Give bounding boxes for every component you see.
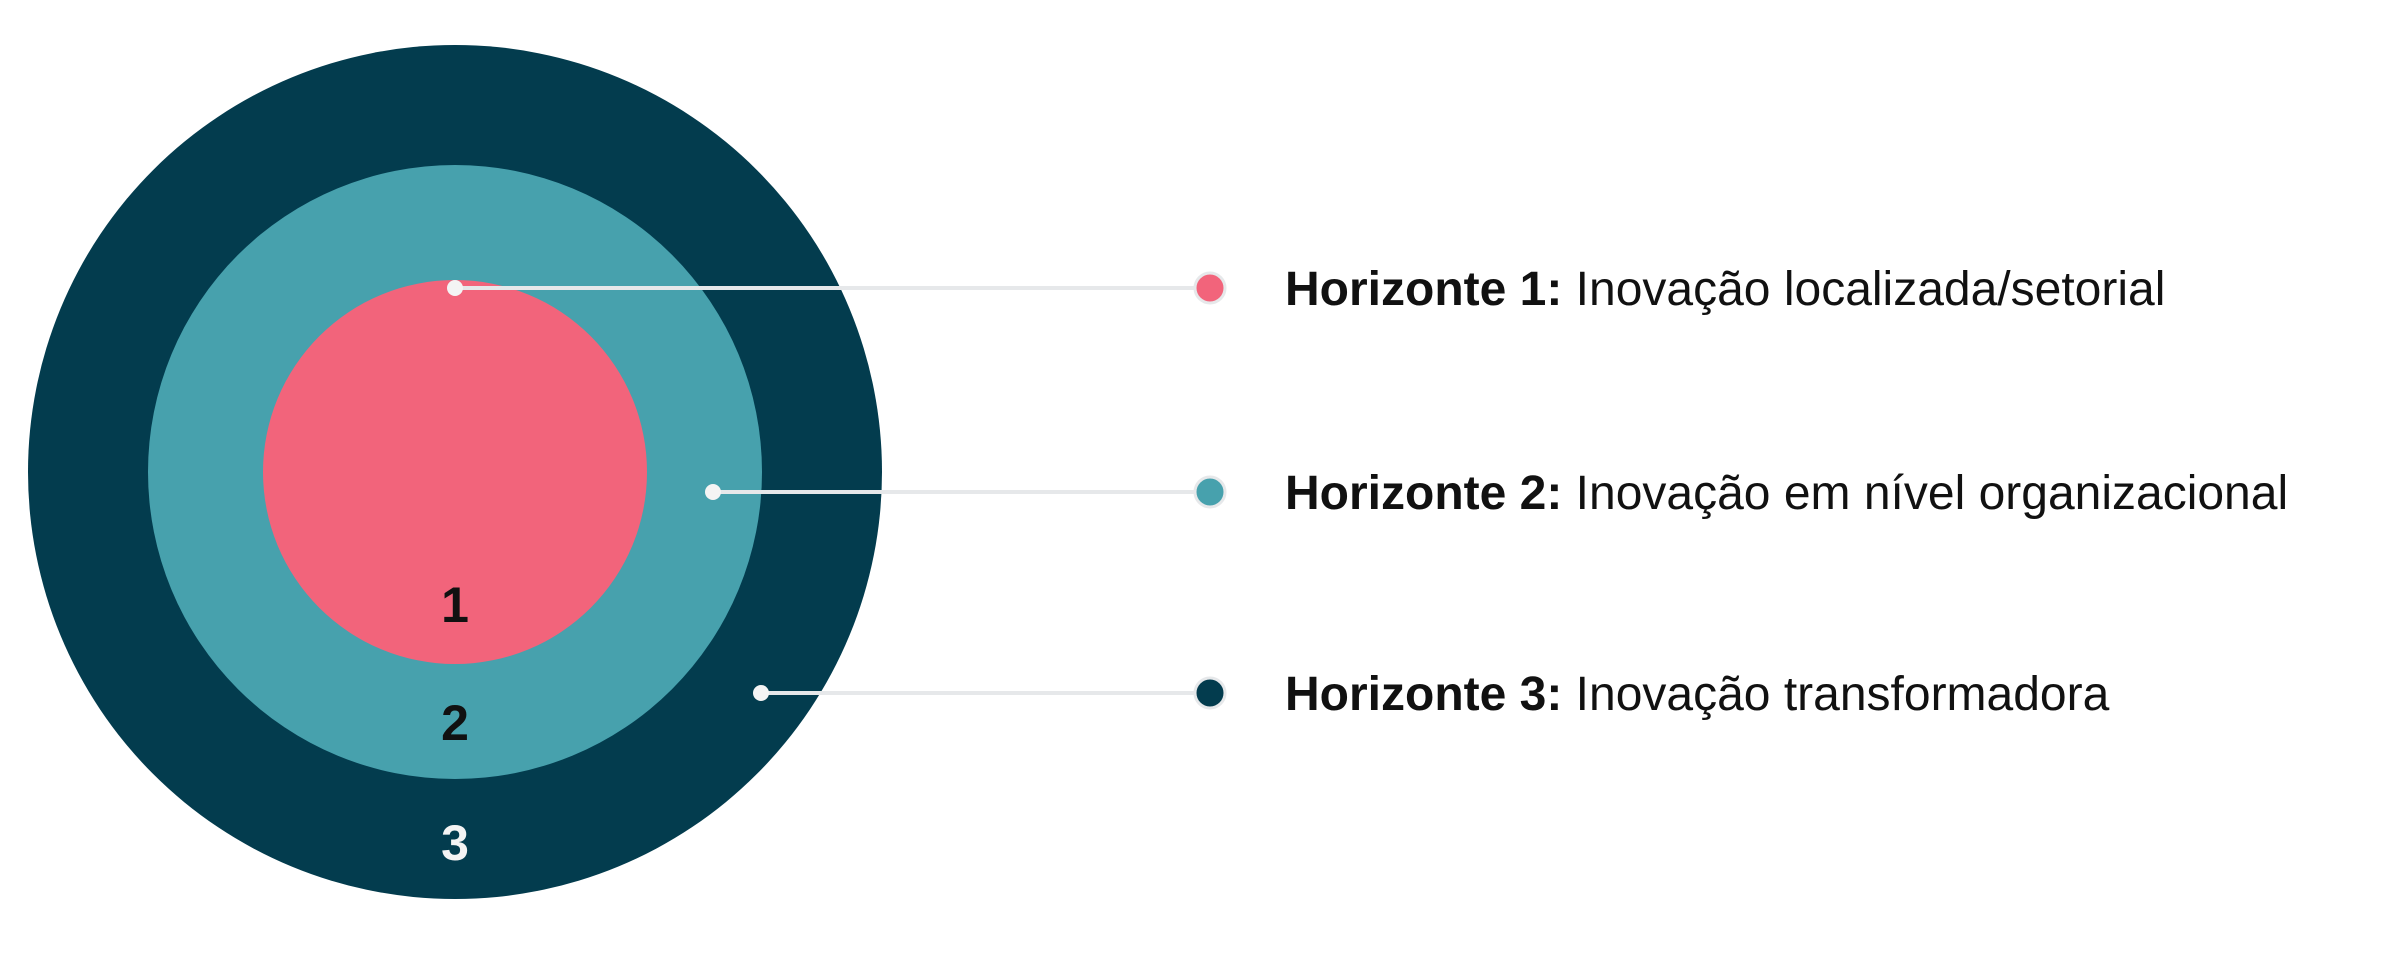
legend-label-1-description: Inovação localizada/setorial xyxy=(1562,263,2165,316)
legend-label-1: Horizonte 1: Inovação localizada/setoria… xyxy=(1285,263,2165,316)
anchor-dot-1 xyxy=(447,280,463,296)
ring-number-1: 1 xyxy=(441,577,469,633)
legend-label-1-title: Horizonte 1: xyxy=(1285,263,1562,316)
anchor-dot-3 xyxy=(753,685,769,701)
legend-label-3: Horizonte 3: Inovação transformadora xyxy=(1285,668,2110,721)
ring-horizon-1 xyxy=(263,280,647,664)
legend-label-2: Horizonte 2: Inovação em nível organizac… xyxy=(1285,467,2288,520)
ring-number-2: 2 xyxy=(441,695,469,751)
legend-label-3-description: Inovação transformadora xyxy=(1562,668,2109,721)
legend-label-2-title: Horizonte 2: xyxy=(1285,467,1562,520)
ring-number-3: 3 xyxy=(441,815,469,871)
legend-marker-1 xyxy=(1193,271,1227,305)
anchor-dot-2 xyxy=(705,484,721,500)
legend-marker-2 xyxy=(1193,475,1227,509)
legend-label-3-title: Horizonte 3: xyxy=(1285,668,1562,721)
legend-label-2-description: Inovação em nível organizacional xyxy=(1562,467,2288,520)
legend-marker-3 xyxy=(1193,676,1227,710)
